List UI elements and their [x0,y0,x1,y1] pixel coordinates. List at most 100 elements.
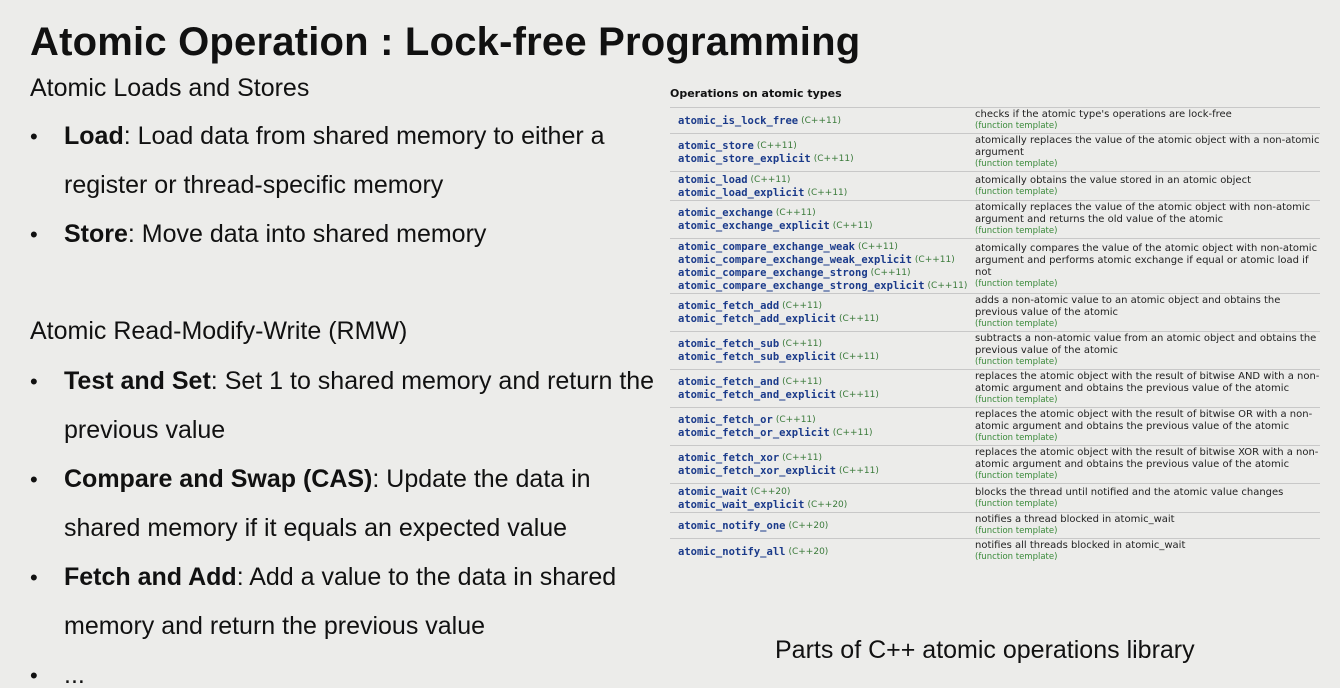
section-heading-loads-stores: Atomic Loads and Stores [30,74,310,102]
function-name-link[interactable]: atomic_exchange_explicit [678,220,830,232]
description-kind: (function template) [975,471,1058,481]
section-heading-rmw: Atomic Read-Modify-Write (RMW) [30,317,408,345]
function-entry: atomic_compare_exchange_strong(C++11) [678,266,975,279]
slide-title: Atomic Operation : Lock-free Programming [30,20,861,64]
function-name-link[interactable]: atomic_compare_exchange_weak_explicit [678,253,912,266]
function-entry: atomic_fetch_xor(C++11) [678,452,975,465]
description-kind: (function template) [975,552,1058,562]
function-name-link[interactable]: atomic_fetch_xor_explicit [678,465,837,477]
function-name-link[interactable]: atomic_wait [678,485,748,498]
function-name-link[interactable]: atomic_fetch_xor [678,452,780,464]
standard-version-label: (C++11) [782,453,822,463]
description-text: replaces the atomic object with the resu… [975,371,1320,394]
function-name-link[interactable]: atomic_fetch_add [678,300,780,312]
description-text: checks if the atomic type's operations a… [975,109,1232,120]
function-entry: atomic_load(C++11) [678,173,975,186]
function-name-link[interactable]: atomic_load [678,173,748,186]
standard-version-label: (C++11) [782,339,822,349]
function-entry: atomic_notify_one(C++20) [678,519,975,532]
function-cell: atomic_load(C++11)atomic_load_explicit(C… [670,171,975,201]
table-caption: Operations on atomic types [670,87,842,100]
function-entry: atomic_compare_exchange_weak_explicit(C+… [678,253,975,266]
function-name-link[interactable]: atomic_fetch_or [678,414,773,426]
table-row: atomic_notify_one(C++20)notifies a threa… [670,512,1320,539]
standard-version-label: (C++11) [914,254,955,265]
description-text: replaces the atomic object with the resu… [975,447,1319,470]
table-row: atomic_fetch_xor(C++11)atomic_fetch_xor_… [670,445,1320,484]
function-entry: atomic_fetch_add_explicit(C++11) [678,313,975,326]
standard-version-label: (C++11) [775,208,816,218]
function-entry: atomic_fetch_sub_explicit(C++11) [678,351,975,364]
standard-version-label: (C++20) [788,520,829,531]
standard-version-label: (C++11) [832,221,873,231]
function-entry: atomic_store_explicit(C++11) [678,153,975,166]
description-cell: blocks the thread until notified and the… [975,483,1320,513]
function-name-link[interactable]: atomic_compare_exchange_weak [678,240,856,253]
description-kind: (function template) [975,319,1058,329]
bullet-text: : Load data from shared memory to either… [64,122,605,199]
function-name-link[interactable]: atomic_store [678,140,754,152]
function-entry: atomic_is_lock_free(C++11) [678,114,975,127]
description-text: atomically obtains the value stored in a… [975,174,1252,186]
function-cell: atomic_notify_one(C++20) [670,512,975,539]
function-name-link[interactable]: atomic_fetch_sub_explicit [678,351,837,363]
function-cell: atomic_compare_exchange_weak(C++11)atomi… [670,238,975,294]
description-cell: atomically obtains the value stored in a… [975,171,1320,201]
standard-version-label: (C++11) [756,141,797,151]
description-kind: (function template) [975,433,1058,443]
description-cell: adds a non-atomic value to an atomic obj… [975,293,1320,332]
description-cell: atomically replaces the value of the ato… [975,200,1320,239]
bullet-text: : Add a value to the data in shared memo… [64,563,617,640]
function-name-link[interactable]: atomic_fetch_and_explicit [678,389,837,401]
function-name-link[interactable]: atomic_fetch_sub [678,338,780,350]
function-name-link[interactable]: atomic_exchange [678,207,773,219]
bullet-item: Store: Move data into shared memory [30,210,670,259]
bullet-text: ... [64,661,85,688]
standard-version-label: (C++11) [839,314,879,324]
function-name-link[interactable]: atomic_fetch_or_explicit [678,427,830,439]
atomic-ops-table-panel: Operations on atomic types atomic_is_loc… [670,87,1320,564]
standard-version-label: (C++11) [839,390,879,400]
function-name-link[interactable]: atomic_wait_explicit [678,498,805,511]
standard-version-label: (C++11) [870,267,911,278]
standard-version-label: (C++20) [807,499,848,510]
standard-version-label: (C++11) [927,280,968,291]
description-text: subtracts a non-atomic value from an ato… [975,333,1317,356]
description-text: atomically replaces the value of the ato… [975,202,1311,225]
function-name-link[interactable]: atomic_fetch_and [678,376,780,388]
function-name-link[interactable]: atomic_notify_one [678,519,786,532]
table-row: atomic_is_lock_free(C++11)checks if the … [670,107,1320,134]
standard-version-label: (C++11) [782,377,822,387]
function-name-link[interactable]: atomic_is_lock_free [678,114,799,127]
function-entry: atomic_load_explicit(C++11) [678,186,975,199]
description-cell: replaces the atomic object with the resu… [975,445,1320,484]
function-entry: atomic_fetch_or_explicit(C++11) [678,427,975,440]
bullet-item: Fetch and Add: Add a value to the data i… [30,553,670,651]
function-entry: atomic_fetch_xor_explicit(C++11) [678,465,975,478]
bullet-text: : Update the data in shared memory if it… [64,465,591,542]
function-entry: atomic_store(C++11) [678,140,975,153]
function-entry: atomic_exchange(C++11) [678,207,975,220]
description-cell: atomically replaces the value of the ato… [975,133,1320,172]
function-name-link[interactable]: atomic_compare_exchange_strong_explicit [678,279,925,292]
function-name-link[interactable]: atomic_compare_exchange_strong [678,266,868,279]
standard-version-label: (C++11) [775,415,816,425]
description-kind: (function template) [975,121,1058,131]
function-entry: atomic_fetch_add(C++11) [678,300,975,313]
standard-version-label: (C++11) [750,174,791,185]
function-cell: atomic_fetch_and(C++11)atomic_fetch_and_… [670,369,975,408]
table-row: atomic_wait(C++20)atomic_wait_explicit(C… [670,483,1320,513]
function-name-link[interactable]: atomic_notify_all [678,545,786,558]
function-name-link[interactable]: atomic_fetch_add_explicit [678,313,837,325]
bullet-list-rmw: Test and Set: Set 1 to shared memory and… [30,357,670,688]
function-cell: atomic_fetch_add(C++11)atomic_fetch_add_… [670,293,975,332]
bullet-term: Fetch and Add [64,563,237,591]
function-name-link[interactable]: atomic_load_explicit [678,186,805,199]
description-text: adds a non-atomic value to an atomic obj… [975,295,1281,318]
function-cell: atomic_fetch_sub(C++11) atomic_fetch_sub_… [670,331,975,370]
description-text: atomically compares the value of the ato… [975,242,1318,278]
standard-version-label: (C++11) [813,154,854,164]
function-cell: atomic_is_lock_free(C++11) [670,107,975,134]
function-name-link[interactable]: atomic_store_explicit [678,153,811,165]
function-cell: atomic_exchange(C++11)atomic_exchange_ex… [670,200,975,239]
